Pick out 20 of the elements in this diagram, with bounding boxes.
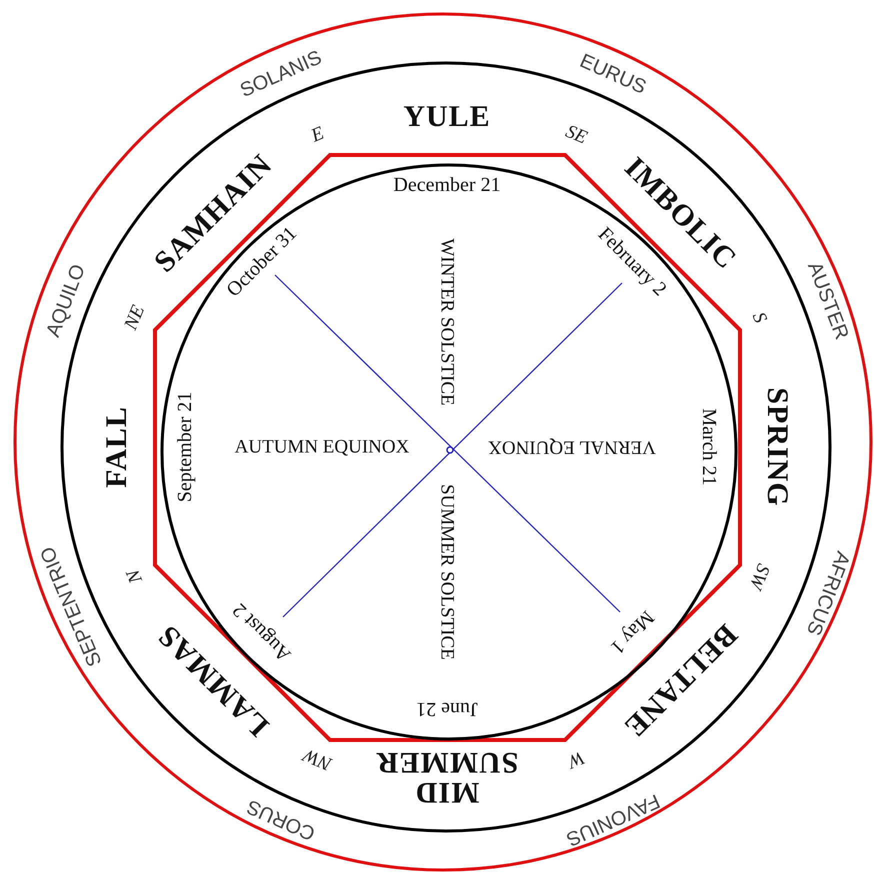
season-label: SUMMER SOLSTICE (438, 484, 456, 660)
date-label: December 21 (393, 175, 501, 195)
festival-name: YULE (403, 102, 491, 132)
compass-direction: SW (746, 561, 773, 592)
festival-name: SPRING (762, 387, 792, 507)
date-label: March 21 (699, 408, 719, 486)
compass-direction: W (565, 747, 588, 772)
season-label: AUTUMN EQUINOX (234, 438, 410, 456)
compass-direction: S (748, 310, 770, 326)
season-label: WINTER SOLSTICE (438, 238, 456, 406)
compass-direction: SE (562, 122, 590, 148)
compass-direction: NW (300, 745, 334, 774)
compass-direction: NE (121, 302, 148, 332)
season-label: VERNAL EQUINOX (488, 438, 656, 456)
compass-direction: N (124, 566, 146, 586)
date-label: June 21 (416, 699, 478, 719)
compass-direction: E (308, 124, 327, 146)
festival-name: MID SUMMER (374, 747, 520, 807)
date-label: September 21 (175, 392, 195, 502)
festival-name: FALL (102, 406, 132, 488)
